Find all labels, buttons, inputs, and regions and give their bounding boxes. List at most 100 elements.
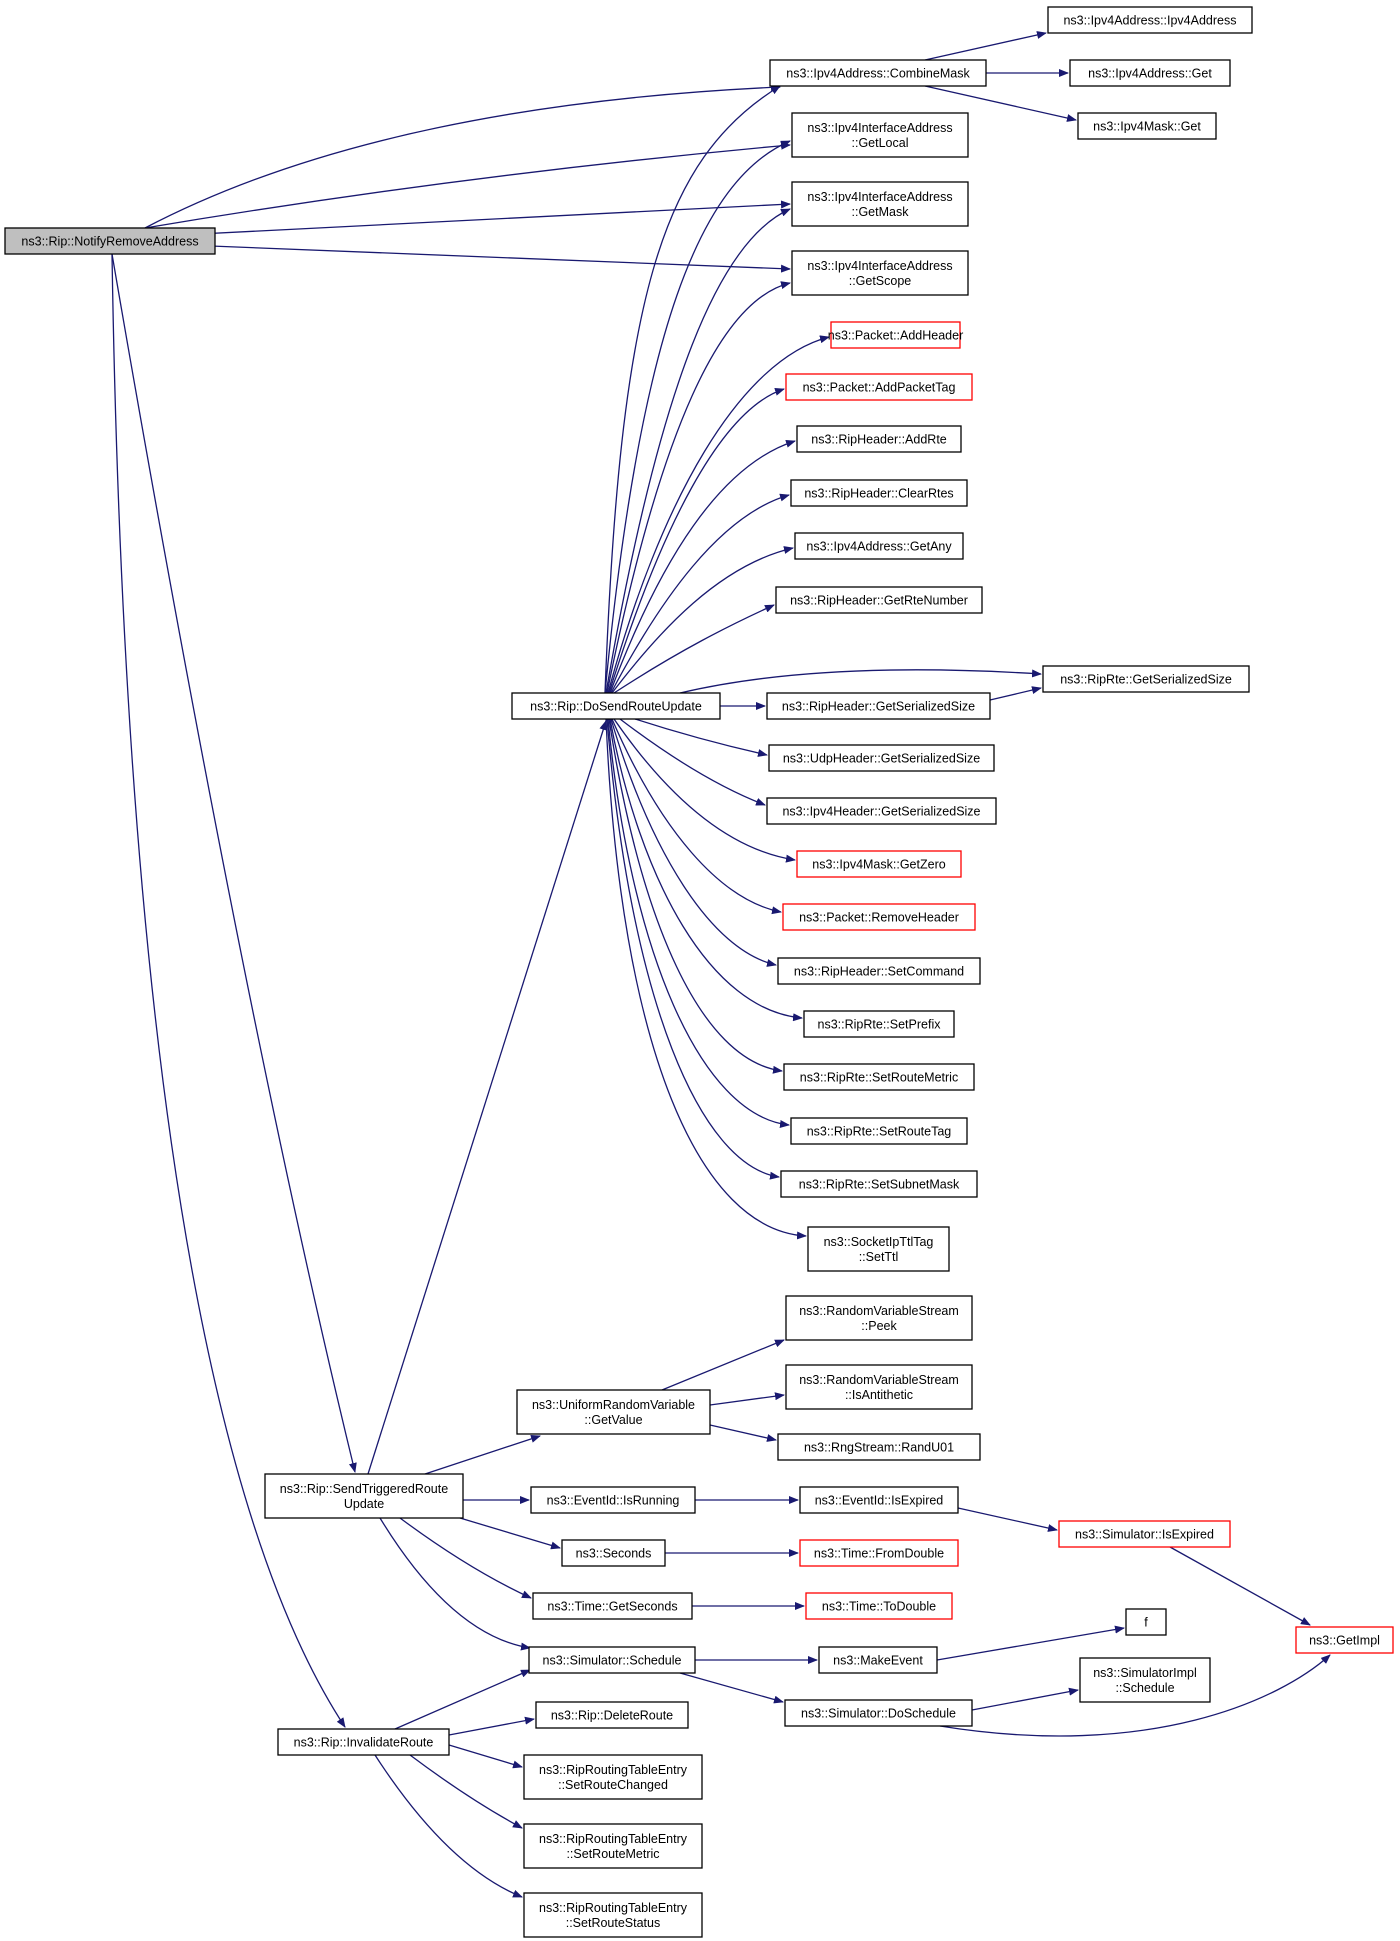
node-box: [768, 744, 995, 772]
node-clearRtes[interactable]: ns3::RipHeader::ClearRtes: [790, 479, 968, 507]
node-ipv4HeaderSize[interactable]: ns3::Ipv4Header::GetSerializedSize: [766, 797, 997, 825]
node-box: [769, 59, 987, 87]
node-setRouteChanged[interactable]: ns3::RipRoutingTableEntry::SetRouteChang…: [523, 1754, 703, 1800]
node-label: ns3::RandomVariableStream: [799, 1373, 959, 1387]
edge-ripHeaderSize-to-ripRteSize: [989, 686, 1042, 701]
node-simImplSchedule[interactable]: ns3::SimulatorImpl::Schedule: [1079, 1657, 1211, 1703]
node-box: [561, 1539, 666, 1567]
node-getLocal[interactable]: ns3::Ipv4InterfaceAddress::GetLocal: [791, 112, 969, 158]
node-box: [796, 850, 962, 878]
edge-invalidate-to-schedule: [394, 1669, 531, 1730]
node-uniformGetValue[interactable]: ns3::UniformRandomVariable::GetValue: [516, 1389, 711, 1435]
node-invalidate[interactable]: ns3::Rip::InvalidateRoute: [277, 1728, 450, 1756]
node-box: [830, 321, 961, 349]
node-addPacketTag[interactable]: ns3::Packet::AddPacketTag: [785, 373, 973, 401]
node-getAny[interactable]: ns3::Ipv4Address::GetAny: [794, 532, 964, 560]
node-seconds[interactable]: ns3::Seconds: [561, 1539, 666, 1567]
edge-combineMask-to-ipv4MaskGet: [924, 85, 1077, 122]
node-box: [1295, 1626, 1394, 1654]
node-setPrefix[interactable]: ns3::RipRte::SetPrefix: [803, 1010, 955, 1038]
node-isRunning[interactable]: ns3::EventId::IsRunning: [530, 1486, 696, 1514]
edge-invalidate-to-setRouteChanged: [448, 1744, 523, 1769]
node-getScope[interactable]: ns3::Ipv4InterfaceAddress::GetScope: [791, 250, 969, 296]
node-combineMask[interactable]: ns3::Ipv4Address::CombineMask: [769, 59, 987, 87]
edge-doSend-to-getLocal: [604, 140, 791, 694]
node-notify[interactable]: ns3::Rip::NotifyRemoveAddress: [4, 227, 216, 255]
node-box: [511, 692, 721, 720]
node-setRouteStatus[interactable]: ns3::RipRoutingTableEntry::SetRouteStatu…: [523, 1892, 703, 1938]
node-label: ns3::RngStream::RandU01: [804, 1441, 954, 1455]
node-ripRteSize[interactable]: ns3::RipRte::GetSerializedSize: [1042, 665, 1250, 693]
node-isExpired[interactable]: ns3::EventId::IsExpired: [799, 1486, 959, 1514]
edge-doSchedule-to-getImpl: [939, 1654, 1331, 1737]
node-label: ns3::RipHeader::AddRte: [811, 433, 947, 447]
node-label: ::Peek: [861, 1319, 897, 1333]
node-box: [766, 692, 991, 720]
node-getImpl[interactable]: ns3::GetImpl: [1295, 1626, 1394, 1654]
node-label: ns3::Time::FromDouble: [814, 1547, 944, 1561]
node-schedule[interactable]: ns3::Simulator::Schedule: [528, 1646, 696, 1674]
edge-uniformGetValue-to-peek: [661, 1339, 785, 1391]
node-box: [775, 586, 983, 614]
node-setCommand[interactable]: ns3::RipHeader::SetCommand: [777, 957, 981, 985]
edge-notify-to-getScope: [159, 243, 791, 273]
node-box: [777, 957, 981, 985]
node-addHeader[interactable]: ns3::Packet::AddHeader: [828, 321, 964, 349]
node-getRteNumber[interactable]: ns3::RipHeader::GetRteNumber: [775, 586, 983, 614]
node-ipv4AddrCtor[interactable]: ns3::Ipv4Address::Ipv4Address: [1047, 6, 1253, 34]
node-label: ns3::RipRte::SetPrefix: [818, 1018, 942, 1032]
node-getSeconds[interactable]: ns3::Time::GetSeconds: [532, 1592, 693, 1620]
node-label: ns3::Packet::AddPacketTag: [803, 381, 956, 395]
node-f[interactable]: f: [1125, 1608, 1167, 1636]
node-label: ns3::Time::GetSeconds: [547, 1600, 677, 1614]
node-box: [791, 112, 969, 158]
node-simIsExpired[interactable]: ns3::Simulator::IsExpired: [1058, 1520, 1231, 1548]
node-box: [1058, 1520, 1231, 1548]
node-setRouteMetricEntry[interactable]: ns3::RipRoutingTableEntry::SetRouteMetri…: [523, 1823, 703, 1869]
node-toDouble[interactable]: ns3::Time::ToDouble: [805, 1592, 953, 1620]
node-label: ns3::EventId::IsRunning: [547, 1494, 680, 1508]
node-box: [791, 250, 969, 296]
node-ripHeaderSize[interactable]: ns3::RipHeader::GetSerializedSize: [766, 692, 991, 720]
node-box: [523, 1823, 703, 1869]
node-makeEvent[interactable]: ns3::MakeEvent: [818, 1646, 938, 1674]
node-addRte[interactable]: ns3::RipHeader::AddRte: [796, 425, 962, 453]
node-label: Update: [344, 1497, 384, 1511]
edge-doSend-to-ipv4HeaderSize: [619, 718, 766, 806]
node-setRouteMetricRte[interactable]: ns3::RipRte::SetRouteMetric: [783, 1063, 975, 1091]
node-box: [4, 227, 216, 255]
node-label: ns3::RipRoutingTableEntry: [539, 1763, 688, 1777]
node-label: ns3::Ipv4Mask::Get: [1093, 120, 1201, 134]
node-label: ::GetMask: [852, 205, 910, 219]
edge-doSend-to-clearRtes: [610, 493, 790, 694]
node-setRouteTag[interactable]: ns3::RipRte::SetRouteTag: [790, 1117, 968, 1145]
node-box: [766, 797, 997, 825]
node-setTtl[interactable]: ns3::SocketIpTtlTag::SetTtl: [807, 1226, 950, 1272]
node-doSchedule[interactable]: ns3::Simulator::DoSchedule: [784, 1699, 973, 1727]
node-randU01[interactable]: ns3::RngStream::RandU01: [777, 1433, 981, 1461]
edge-doSend-to-getZero: [613, 718, 796, 863]
node-deleteRoute[interactable]: ns3::Rip::DeleteRoute: [535, 1701, 689, 1729]
node-box: [780, 1170, 978, 1198]
node-isAntithetic[interactable]: ns3::RandomVariableStream::IsAntithetic: [785, 1364, 973, 1410]
edge-notify-to-getLocal: [144, 141, 791, 229]
edge-doSend-to-setRouteTag: [607, 718, 790, 1128]
node-getZero[interactable]: ns3::Ipv4Mask::GetZero: [796, 850, 962, 878]
node-ipv4AddrGet[interactable]: ns3::Ipv4Address::Get: [1069, 59, 1231, 87]
node-box: [785, 1364, 973, 1410]
node-label: ns3::RipRte::GetSerializedSize: [1060, 673, 1232, 687]
edge-simIsExpired-to-getImpl: [1169, 1546, 1311, 1626]
edge-uniformGetValue-to-isAntithetic: [709, 1392, 785, 1406]
node-label: ::GetValue: [584, 1413, 642, 1427]
node-fromDouble[interactable]: ns3::Time::FromDouble: [799, 1539, 959, 1567]
node-box: [1047, 6, 1253, 34]
node-removeHeader[interactable]: ns3::Packet::RemoveHeader: [782, 903, 976, 931]
node-label: ns3::Rip::SendTriggeredRoute: [280, 1482, 448, 1496]
node-udpSize[interactable]: ns3::UdpHeader::GetSerializedSize: [768, 744, 995, 772]
node-getMask[interactable]: ns3::Ipv4InterfaceAddress::GetMask: [791, 181, 969, 227]
node-doSend[interactable]: ns3::Rip::DoSendRouteUpdate: [511, 692, 721, 720]
node-setSubnetMask[interactable]: ns3::RipRte::SetSubnetMask: [780, 1170, 978, 1198]
node-peek[interactable]: ns3::RandomVariableStream::Peek: [785, 1295, 973, 1341]
node-ipv4MaskGet[interactable]: ns3::Ipv4Mask::Get: [1077, 112, 1217, 140]
